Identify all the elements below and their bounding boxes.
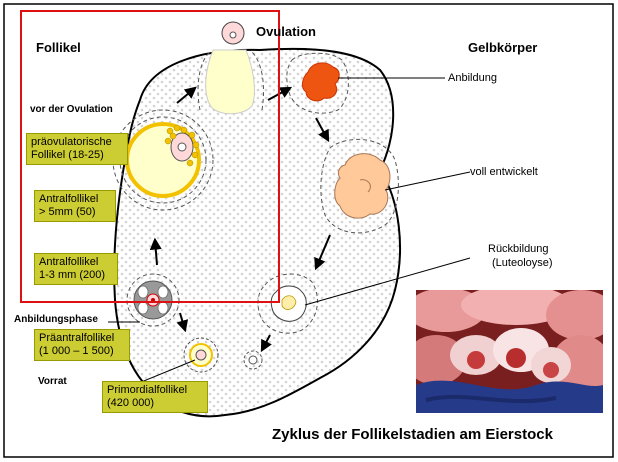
label-ovulation: Ovulation [256,24,316,39]
box-line: (1 000 – 1 500) [39,345,125,358]
box-line: 1-3 mm (200) [39,269,113,282]
label-vorrat: Vorrat [38,376,67,387]
label-rueckbildung: Rückbildung [488,243,549,255]
box-line: Antralfollikel [39,193,111,206]
box-praeantralfollikel: Präantralfollikel (1 000 – 1 500) [34,329,130,361]
box-praeovulatorische-follikel: präovulatorische Follikel (18-25) [26,133,128,165]
box-primordialfollikel: Primordialfollikel (420 000) [102,381,208,413]
box-line: Antralfollikel [39,256,113,269]
box-line: Präantralfollikel [39,332,125,345]
rupturing-follicle [206,50,255,114]
box-line: präovulatorische [31,136,123,149]
box-line: > 5mm (50) [39,206,111,219]
label-anbildung: Anbildung [448,72,497,84]
label-vor-der-ovulation: vor der Ovulation [30,104,113,115]
box-line: Primordialfollikel [107,384,203,397]
label-voll-entwickelt: voll entwickelt [470,166,538,178]
label-anbildungsphase: Anbildungsphase [14,314,98,325]
ovary-photo [416,290,603,413]
box-line: Follikel (18-25) [31,149,123,162]
box-line: (420 000) [107,397,203,410]
label-follikel: Follikel [36,40,81,55]
box-antralfollikel-klein: Antralfollikel 1-3 mm (200) [34,253,118,285]
label-gelbkoerper: Gelbkörper [468,40,537,55]
label-luteolyse: (Luteoloyse) [492,257,553,269]
box-antralfollikel-gross: Antralfollikel > 5mm (50) [34,190,116,222]
page-title: Zyklus der Follikelstadien am Eierstock [272,426,553,443]
